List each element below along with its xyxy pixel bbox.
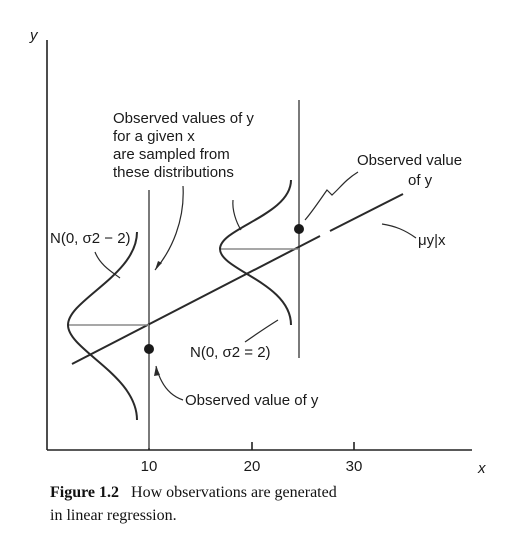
observed-lower-arrowhead: [154, 366, 160, 376]
dist-right-label: N(0, σ2 = 2): [190, 344, 271, 361]
dist-right-leader: [244, 319, 279, 343]
normal-curve-right: [218, 179, 292, 326]
header-leader-line: [154, 185, 184, 271]
x-tick-label-10: 10: [141, 458, 158, 475]
dist-right-top-leader: [232, 199, 242, 231]
observed-point-lower: [144, 344, 154, 354]
x-tick-label-30: 30: [346, 458, 363, 475]
caption-label: Figure 1.2: [50, 484, 119, 501]
observed-point-upper: [294, 224, 304, 234]
annotation-header-line-4: these distributions: [113, 164, 234, 181]
dist-left-label: N(0, σ2 − 2): [50, 230, 131, 247]
mean-line-label: μy|x: [418, 232, 446, 249]
annotation-header-line-2: for a given x: [113, 128, 195, 145]
annotation-observed-lower: Observed value of y: [185, 392, 319, 409]
dist-left-leader: [94, 251, 121, 279]
x-axis-label: x: [477, 460, 486, 477]
y-axis-label: y: [29, 27, 39, 44]
normal-curve-left: [66, 231, 138, 421]
caption-text-2: in linear regression.: [50, 507, 177, 524]
annotation-observed-upper-line-1: Observed value: [357, 152, 462, 169]
mean-line-segment-2: [329, 193, 404, 232]
observed-upper-leader: [304, 171, 359, 221]
annotation-observed-upper-line-2: of y: [408, 172, 433, 189]
mean-line-segment-1: [71, 235, 321, 365]
figure-caption-line-1: Figure 1.2 How observations are generate…: [50, 484, 337, 501]
mean-label-leader: [381, 223, 417, 239]
caption-text-1: How observations are generated: [131, 484, 337, 501]
x-tick-label-20: 20: [244, 458, 261, 475]
header-leader-arrowhead: [155, 261, 162, 270]
observed-lower-leader: [155, 365, 184, 401]
annotation-header-line-1: Observed values of y: [113, 110, 254, 127]
annotation-header-line-3: are sampled from: [113, 146, 230, 163]
